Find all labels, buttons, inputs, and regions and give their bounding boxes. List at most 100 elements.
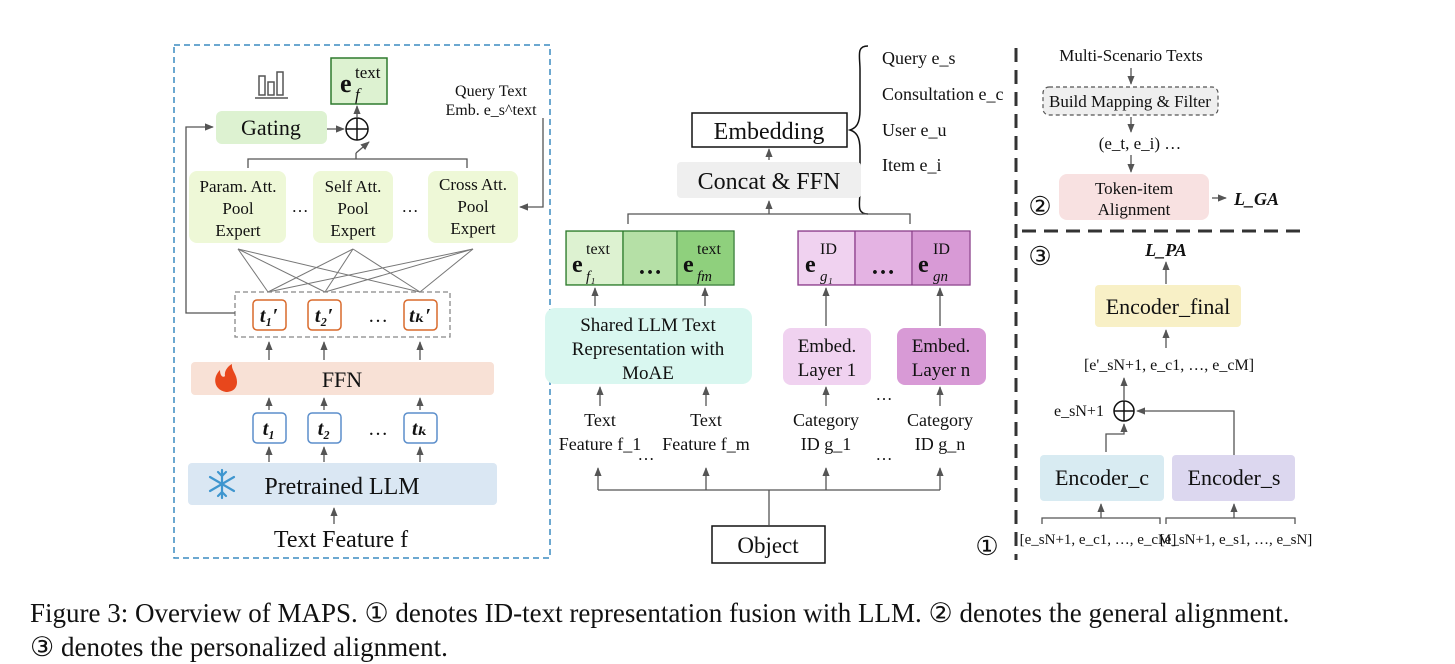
input-text-feature-m: Text [690, 410, 722, 430]
svg-text:Embed.: Embed. [912, 336, 971, 357]
brace-item-item: Item e_i [882, 155, 941, 175]
svg-text:Expert: Expert [330, 221, 376, 240]
encoder-final-box [1095, 285, 1241, 327]
expert-cross-att [428, 171, 518, 243]
input-text-feature-1: Text [584, 410, 616, 430]
marker-2: ② [1028, 192, 1051, 221]
caption-line-2: ③ denotes the personalized alignment. [30, 632, 448, 662]
concat-sequence: [e'_sN+1, e_c1, …, e_cM] [1084, 357, 1254, 374]
svg-text:Pool: Pool [457, 197, 488, 216]
marker-3: ③ [1028, 242, 1051, 271]
svg-text:Shared LLM Text: Shared LLM Text [580, 315, 716, 336]
svg-text:MoAE: MoAE [622, 363, 674, 384]
svg-text:Alignment: Alignment [1098, 200, 1171, 219]
fire-icon [215, 364, 237, 392]
brace-item-consultation: Consultation e_c [882, 84, 1003, 104]
concat-brace [627, 213, 911, 224]
svg-text:Expert: Expert [215, 221, 261, 240]
svg-text:Cross Att.: Cross Att. [439, 175, 507, 194]
svg-text:tₖ′: tₖ′ [409, 305, 431, 327]
svg-text:ID g_1: ID g_1 [801, 434, 852, 454]
ffn-label: FFN [322, 367, 362, 392]
encoder-s-box [1172, 455, 1295, 501]
svg-text:ID: ID [933, 241, 950, 258]
build-mapping-box [1042, 86, 1219, 116]
token-prime-1 [252, 299, 287, 331]
concat-ffn-label: Concat & FFN [698, 169, 841, 195]
expert-self-att [313, 171, 393, 243]
loss-ga: L_GA [1233, 189, 1279, 209]
svg-text:t₁: t₁ [263, 418, 276, 440]
svg-text:Layer 1: Layer 1 [798, 360, 857, 381]
query-text-label: Query Text [455, 83, 527, 100]
gating-label: Gating [241, 115, 301, 140]
id-embedding-g1: e [805, 252, 816, 278]
concat-ffn-box [677, 162, 861, 198]
loss-pa: L_PA [1144, 240, 1187, 260]
embedding-box [691, 112, 848, 148]
expert-param-att [189, 171, 286, 243]
svg-text:Pool: Pool [222, 199, 253, 218]
sequence-c: [e_sN+1, e_c1, …, e_cM] [1020, 532, 1177, 548]
svg-text:Expert: Expert [450, 219, 496, 238]
query-text-emb-label: Emb. e_s^text [445, 102, 537, 119]
svg-text:Feature f_1: Feature f_1 [559, 434, 641, 454]
shared-llm-box [545, 308, 752, 384]
svg-text:f: f [355, 85, 362, 104]
gating-box [216, 111, 327, 144]
marker-1: ① [975, 532, 998, 561]
token-1 [252, 412, 287, 444]
id-embedding-gn: e [918, 252, 929, 278]
experts-brace [247, 153, 468, 168]
bar-chart-icon [255, 71, 288, 99]
svg-text:fm: fm [697, 269, 712, 285]
svg-text:ID: ID [820, 241, 837, 258]
svg-text:…: … [368, 418, 388, 440]
object-tree [594, 467, 944, 525]
text-embedding-f1: e [572, 252, 583, 278]
svg-text:…: … [876, 385, 893, 404]
svg-text:gn: gn [933, 269, 948, 285]
embedding-label: Embedding [714, 119, 825, 145]
embedding-curly-brace [847, 45, 869, 215]
encoder-c-box [1040, 455, 1164, 501]
svg-text:…: … [638, 254, 662, 280]
encoder-c-label: Encoder_c [1055, 465, 1149, 490]
svg-text:Feature f_m: Feature f_m [662, 434, 749, 454]
svg-text:Representation with: Representation with [572, 339, 725, 360]
object-box [711, 525, 826, 564]
output-text-embedding: e [340, 69, 352, 98]
svg-text:f₁: f₁ [586, 269, 595, 285]
input-category-id-1: Category [793, 410, 859, 430]
expert-ellipsis: … [292, 197, 309, 216]
embed-layer-n-box [897, 328, 986, 385]
sum-input-label: e_sN+1 [1054, 403, 1104, 420]
build-mapping-label: Build Mapping & Filter [1049, 92, 1211, 111]
token-2 [307, 412, 342, 444]
figure-caption: Figure 3: Overview of MAPS. ① denotes ID… [30, 596, 1450, 664]
pair-label: (e_t, e_i) … [1099, 134, 1182, 153]
pretrained-llm-label: Pretrained LLM [264, 474, 419, 500]
moae-dashed-frame [173, 44, 551, 559]
right-panel: Multi-Scenario Texts Build Mapping & Fil… [975, 46, 1312, 561]
plus-circle-icon [345, 117, 369, 141]
svg-text:t₂′: t₂′ [315, 305, 333, 327]
input-category-id-n: Category [907, 410, 973, 430]
tokens-prime-frame [234, 291, 451, 338]
caption-line-1: Figure 3: Overview of MAPS. ① denotes ID… [30, 598, 1290, 628]
svg-text:Pool: Pool [337, 199, 368, 218]
token-prime-2 [307, 299, 342, 331]
encoder-s-label: Encoder_s [1188, 465, 1281, 490]
svg-text:Layer n: Layer n [912, 360, 971, 381]
svg-text:…: … [876, 445, 893, 464]
brace-item-user: User e_u [882, 120, 946, 140]
middle-panel: Embedding Query e_s Consultation e_c Use… [545, 45, 1003, 564]
svg-text:…: … [638, 445, 655, 464]
token-k [403, 412, 438, 444]
left-panel: e text f Gating Query Text Emb. e_s^text… [173, 44, 551, 559]
text-feature-label: Text Feature f [274, 527, 408, 553]
text-embedding-fm: e [683, 252, 694, 278]
svg-text:text: text [586, 241, 611, 258]
maps-overview-diagram: e text f Gating Query Text Emb. e_s^text… [173, 44, 1312, 564]
snowflake-icon [208, 468, 236, 500]
